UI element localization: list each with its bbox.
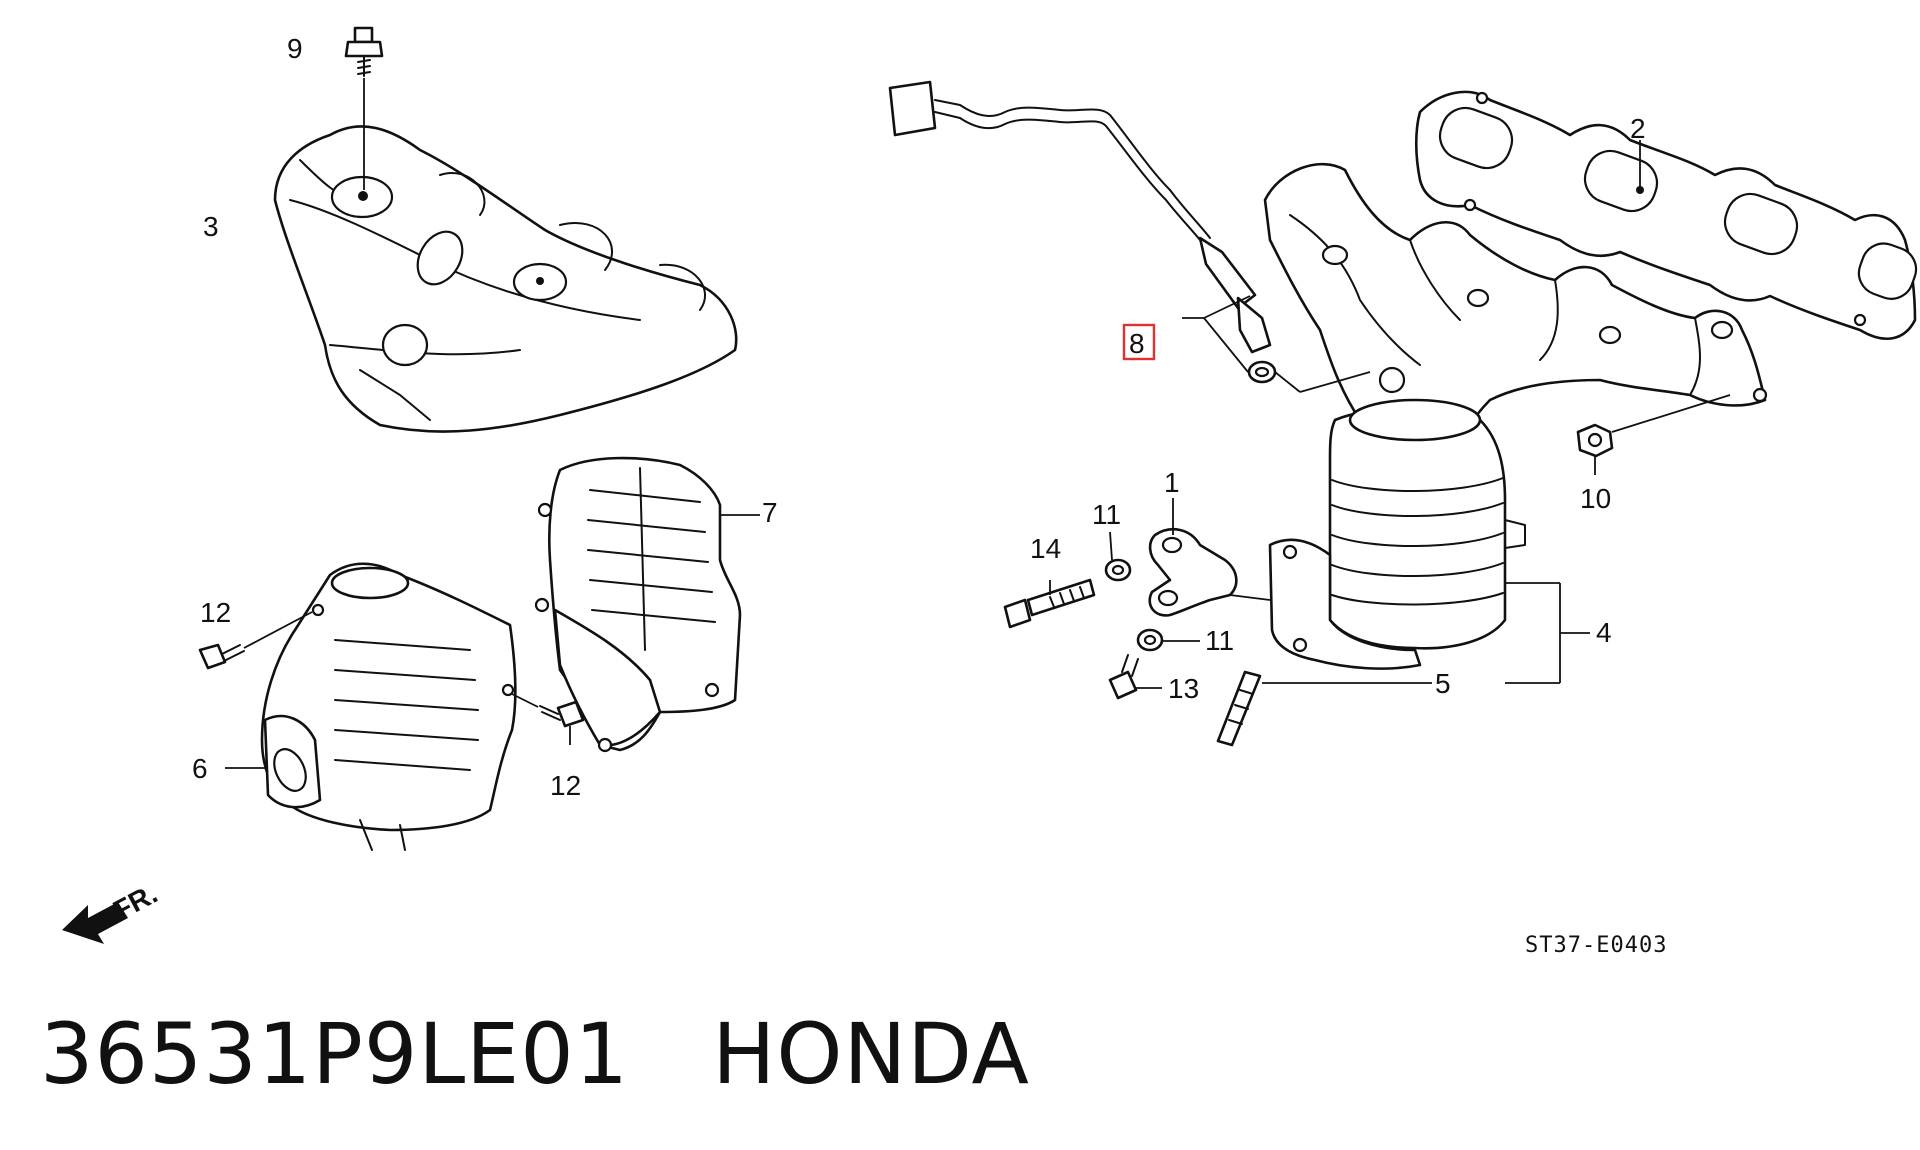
stud-5 [1216, 670, 1432, 747]
part-number: 36531P9LE01 [40, 1005, 630, 1103]
callout-11-upper: 11 [1092, 499, 1121, 530]
callout-11-lower: 11 [1205, 625, 1234, 656]
heat-shield-lower-6 [225, 562, 517, 851]
callout-5: 5 [1435, 668, 1451, 699]
callout-7: 7 [762, 497, 778, 528]
callout-2: 2 [1630, 113, 1646, 144]
exhaust-manifold-diagram: FR. 9 3 2 8 10 7 1 11 14 4 11 13 5 12 12… [62, 26, 1918, 958]
callout-14: 14 [1030, 533, 1061, 564]
callout-10: 10 [1580, 483, 1611, 514]
callout-1: 1 [1164, 467, 1180, 498]
bolt-14 [1003, 578, 1096, 629]
callout-9: 9 [287, 33, 303, 64]
callout-12-left: 12 [200, 597, 231, 628]
washer-11-lower [1136, 628, 1200, 652]
heat-shield-middle-7 [534, 456, 760, 753]
bolt-13 [1108, 654, 1162, 700]
bolt-12-right [511, 693, 585, 745]
bracket-1 [1148, 498, 1271, 617]
bolt-12-left [198, 611, 313, 670]
callout-13: 13 [1168, 673, 1199, 704]
bolt-9 [344, 26, 384, 190]
front-direction-arrow: FR. [62, 878, 162, 944]
gasket-2 [1414, 90, 1918, 340]
callout-highlight-box [1122, 323, 1156, 361]
exhaust-manifold-4 [1263, 162, 1768, 684]
heat-shield-upper [273, 125, 738, 433]
callout-3: 3 [203, 211, 219, 242]
washer-11-upper [1104, 531, 1132, 582]
callout-4: 4 [1596, 617, 1612, 648]
callout-12-right: 12 [550, 770, 581, 801]
brand-name: HONDA [712, 1005, 1030, 1103]
nut-10 [1576, 394, 1731, 475]
part-caption: 36531P9LE01 HONDA [40, 1005, 1030, 1103]
oxygen-sensor-8 [888, 80, 1277, 384]
callout-6: 6 [192, 753, 208, 784]
drawing-code: ST37-E0403 [1525, 933, 1667, 958]
callout-8: 8 [1129, 328, 1145, 359]
